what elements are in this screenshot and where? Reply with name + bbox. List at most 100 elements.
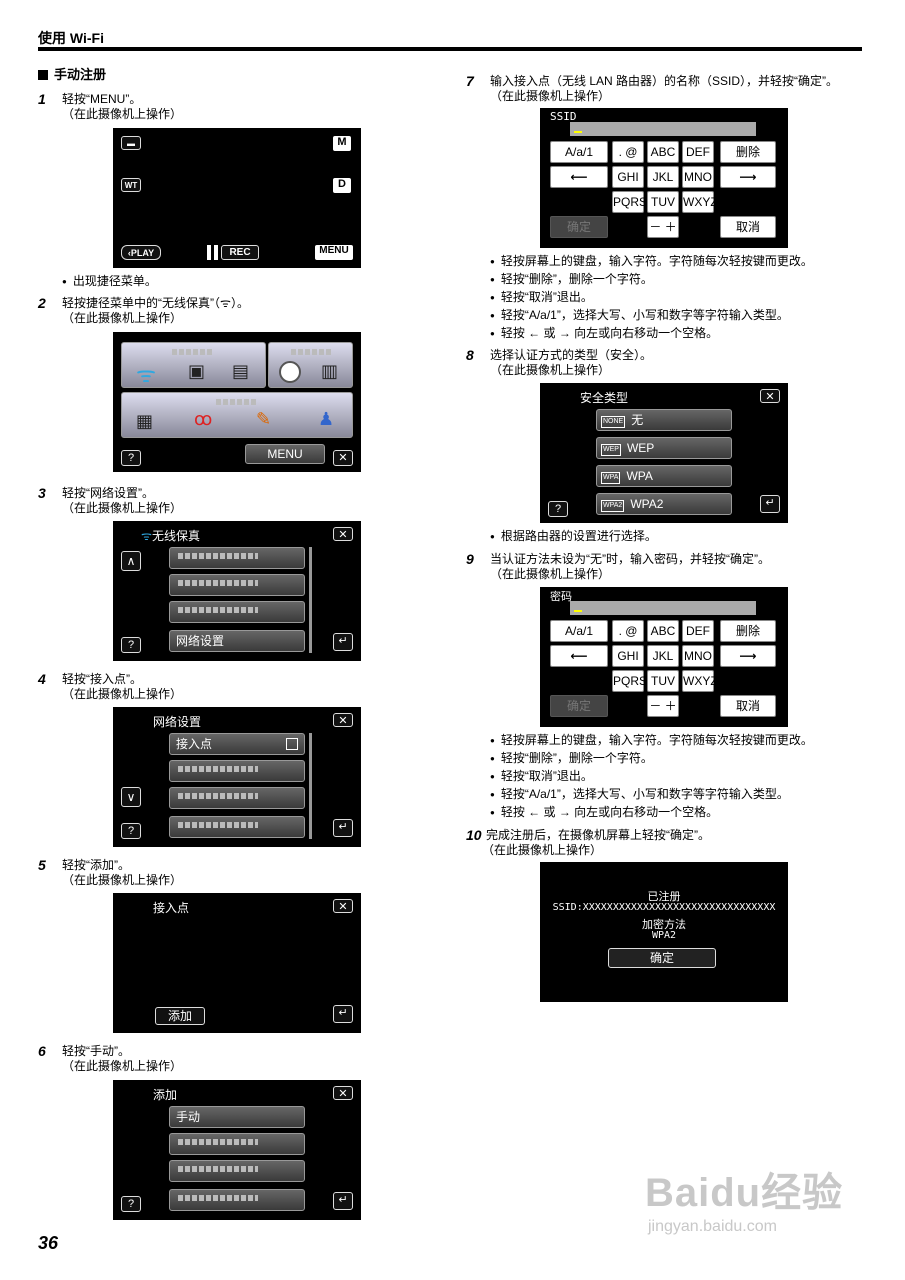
menu-item-blurred-3[interactable] bbox=[169, 601, 305, 623]
bullet-step7-3: 轻按“取消”退出。 bbox=[490, 290, 593, 305]
record-dial-icon[interactable] bbox=[279, 361, 301, 383]
password-input[interactable] bbox=[570, 601, 756, 615]
bullet-step9-4: 轻按“A/a/1”，选择大写、小写和数字等字符输入类型。 bbox=[490, 787, 789, 802]
key-def[interactable]: DEF bbox=[682, 141, 714, 163]
key-dot-at[interactable]: . @ bbox=[612, 141, 644, 163]
registered-text: 已注册 bbox=[647, 891, 681, 903]
key-delete[interactable]: 删除 bbox=[720, 141, 776, 163]
key-right-arrow[interactable]: ⟶ bbox=[720, 166, 776, 188]
add-button[interactable]: 添加 bbox=[155, 1007, 205, 1025]
key-ghi[interactable]: GHI bbox=[612, 645, 644, 667]
menu-item-blurred-1[interactable] bbox=[169, 760, 305, 782]
key-def[interactable]: DEF bbox=[682, 620, 714, 642]
menu-item-blurred-3[interactable] bbox=[169, 1189, 305, 1211]
back-icon[interactable]: ↵ bbox=[333, 1005, 353, 1023]
rec-button[interactable]: REC bbox=[221, 245, 259, 260]
back-icon[interactable]: ↵ bbox=[760, 495, 780, 513]
key-left-arrow[interactable]: ⟵ bbox=[550, 166, 608, 188]
manual-mode-button[interactable]: M bbox=[333, 136, 351, 151]
scrollbar[interactable] bbox=[309, 733, 312, 839]
menu-item-blurred-3[interactable] bbox=[169, 816, 305, 838]
help-button[interactable]: ? bbox=[121, 823, 141, 839]
key-confirm[interactable]: 确定 bbox=[550, 216, 608, 238]
key-confirm[interactable]: 确定 bbox=[550, 695, 608, 717]
close-icon[interactable]: ✕ bbox=[333, 713, 353, 727]
clapperboard-icon[interactable]: ▦ bbox=[136, 411, 154, 431]
key-pqrs[interactable]: PQRS bbox=[612, 191, 647, 213]
close-icon[interactable]: ✕ bbox=[333, 527, 353, 541]
key-right-arrow[interactable]: ⟶ bbox=[720, 645, 776, 667]
key-mno[interactable]: MNO bbox=[682, 166, 714, 188]
close-icon[interactable]: ✕ bbox=[333, 899, 353, 913]
back-icon[interactable]: ↵ bbox=[333, 1192, 353, 1210]
close-icon[interactable]: ✕ bbox=[333, 450, 353, 466]
key-abc[interactable]: ABC bbox=[647, 620, 679, 642]
key-tuv[interactable]: TUV bbox=[647, 670, 679, 692]
key-ghi[interactable]: GHI bbox=[612, 166, 644, 188]
menu-item-blurred-2[interactable] bbox=[169, 574, 305, 596]
menu-item-blurred-2[interactable] bbox=[169, 1160, 305, 1182]
key-mode[interactable]: A/a/1 bbox=[550, 141, 608, 163]
camera-share-icon[interactable]: ▣ bbox=[188, 361, 206, 381]
stamp-icon[interactable]: ♟ bbox=[318, 409, 335, 429]
key-abc[interactable]: ABC bbox=[647, 141, 679, 163]
scroll-up-button[interactable]: ∧ bbox=[121, 551, 141, 571]
menu-item-network-settings[interactable]: 网络设置 bbox=[169, 630, 305, 652]
menu-item-access-point[interactable]: 接入点 bbox=[169, 733, 305, 755]
key-cancel[interactable]: 取消 bbox=[720, 695, 776, 717]
key-cancel[interactable]: 取消 bbox=[720, 216, 776, 238]
glasses-icon[interactable]: ꝏ bbox=[194, 409, 213, 429]
scrollbar[interactable] bbox=[309, 547, 312, 653]
security-tag-icon: WEP bbox=[601, 444, 621, 456]
screen-title: 安全类型 bbox=[580, 391, 629, 405]
bullet-step9-2: 轻按“删除”，删除一个字符。 bbox=[490, 751, 653, 766]
key-dot-at[interactable]: . @ bbox=[612, 620, 644, 642]
menu-item-blurred-2[interactable] bbox=[169, 787, 305, 809]
key-mode[interactable]: A/a/1 bbox=[550, 620, 608, 642]
bullet-step9-1: 轻按屏幕上的键盘，输入字符。字符随每次轻按键而更改。 bbox=[490, 733, 813, 748]
help-button[interactable]: ? bbox=[121, 637, 141, 653]
menu-button[interactable]: MENU bbox=[315, 245, 353, 260]
header-rule bbox=[38, 47, 862, 51]
back-icon[interactable]: ↵ bbox=[333, 633, 353, 651]
help-button[interactable]: ? bbox=[121, 450, 141, 466]
close-icon[interactable]: ✕ bbox=[333, 1086, 353, 1100]
smart-icon[interactable]: ▥ bbox=[321, 361, 339, 381]
key-wxyz[interactable]: WXYZ bbox=[682, 191, 718, 213]
close-icon[interactable]: ✕ bbox=[760, 389, 780, 403]
zoom-wt-button[interactable]: WT bbox=[121, 178, 141, 192]
camera-mode-icon[interactable]: ▬ bbox=[121, 136, 141, 150]
key-tuv[interactable]: TUV bbox=[647, 191, 679, 213]
help-button[interactable]: ? bbox=[121, 1196, 141, 1212]
ok-button[interactable]: 确定 bbox=[608, 948, 716, 968]
key-dash-plus[interactable]: － ＋ bbox=[647, 695, 679, 717]
menu-item-manual[interactable]: 手动 bbox=[169, 1106, 305, 1128]
key-jkl[interactable]: JKL bbox=[647, 645, 679, 667]
key-pqrs[interactable]: PQRS bbox=[612, 670, 647, 692]
display-button[interactable]: D bbox=[333, 178, 351, 193]
menu-button[interactable]: MENU bbox=[245, 444, 325, 464]
scroll-down-button[interactable]: ∨ bbox=[121, 787, 141, 807]
back-icon[interactable]: ↵ bbox=[333, 819, 353, 837]
pens-icon[interactable]: ✎ bbox=[256, 409, 272, 429]
ssid-input[interactable] bbox=[570, 122, 756, 136]
menu-item-blurred-1[interactable] bbox=[169, 1133, 305, 1155]
help-button[interactable]: ? bbox=[548, 501, 568, 517]
shortcut-group-record: ▥ bbox=[268, 342, 353, 388]
phone-link-icon[interactable]: ▤ bbox=[232, 361, 250, 381]
key-mno[interactable]: MNO bbox=[682, 645, 714, 667]
key-dash-plus[interactable]: － ＋ bbox=[647, 216, 679, 238]
menu-item-blurred-1[interactable] bbox=[169, 547, 305, 569]
wifi-icon[interactable]: ᯤ bbox=[136, 362, 157, 387]
key-left-arrow[interactable]: ⟵ bbox=[550, 645, 608, 667]
key-wxyz[interactable]: WXYZ bbox=[682, 670, 718, 692]
bullet-step9-3: 轻按“取消”退出。 bbox=[490, 769, 593, 784]
key-jkl[interactable]: JKL bbox=[647, 166, 679, 188]
key-delete[interactable]: 删除 bbox=[720, 620, 776, 642]
play-button[interactable]: ‹PLAY bbox=[121, 245, 161, 260]
screen-title: 接入点 bbox=[153, 901, 190, 915]
